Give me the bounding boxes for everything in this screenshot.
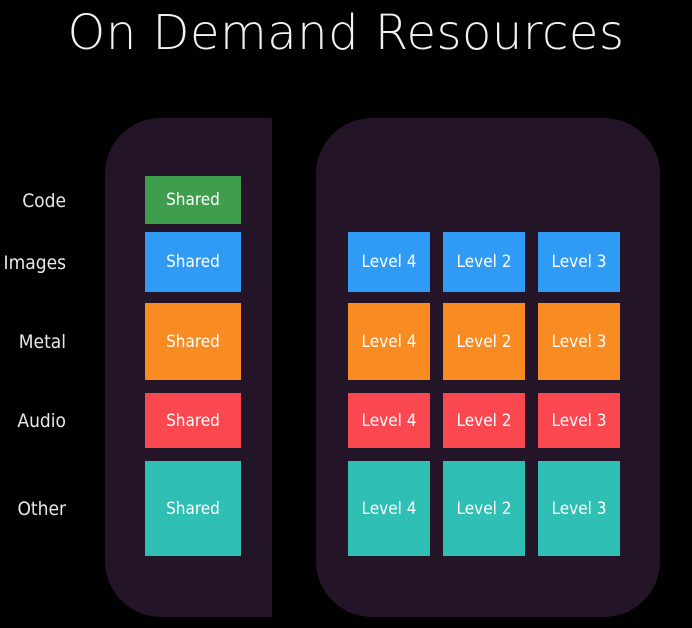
row-label-code: Code bbox=[22, 190, 66, 212]
shared-tile-audio[interactable]: Shared bbox=[145, 393, 241, 448]
level-tile-audio-col2[interactable]: Level 2 bbox=[443, 393, 525, 448]
level-tile-images-col2[interactable]: Level 2 bbox=[443, 232, 525, 292]
page-title: On Demand Resources bbox=[67, 5, 625, 61]
level-tile-metal-col1[interactable]: Level 4 bbox=[348, 303, 430, 380]
level-tile-other-col1[interactable]: Level 4 bbox=[348, 461, 430, 556]
row-label-metal: Metal bbox=[18, 331, 66, 353]
shared-tile-images[interactable]: Shared bbox=[145, 232, 241, 292]
level-tile-images-col3[interactable]: Level 3 bbox=[538, 232, 620, 292]
row-label-audio: Audio bbox=[17, 410, 66, 432]
shared-tile-other[interactable]: Shared bbox=[145, 461, 241, 556]
level-tile-metal-col2[interactable]: Level 2 bbox=[443, 303, 525, 380]
level-tile-other-col3[interactable]: Level 3 bbox=[538, 461, 620, 556]
level-tile-other-col2[interactable]: Level 2 bbox=[443, 461, 525, 556]
level-tile-metal-col3[interactable]: Level 3 bbox=[538, 303, 620, 380]
level-tile-audio-col3[interactable]: Level 3 bbox=[538, 393, 620, 448]
shared-tile-metal[interactable]: Shared bbox=[145, 303, 241, 380]
row-label-other: Other bbox=[17, 498, 66, 520]
level-tile-images-col1[interactable]: Level 4 bbox=[348, 232, 430, 292]
row-label-images: Images bbox=[3, 252, 66, 274]
level-tile-audio-col1[interactable]: Level 4 bbox=[348, 393, 430, 448]
shared-tile-code[interactable]: Shared bbox=[145, 176, 241, 224]
